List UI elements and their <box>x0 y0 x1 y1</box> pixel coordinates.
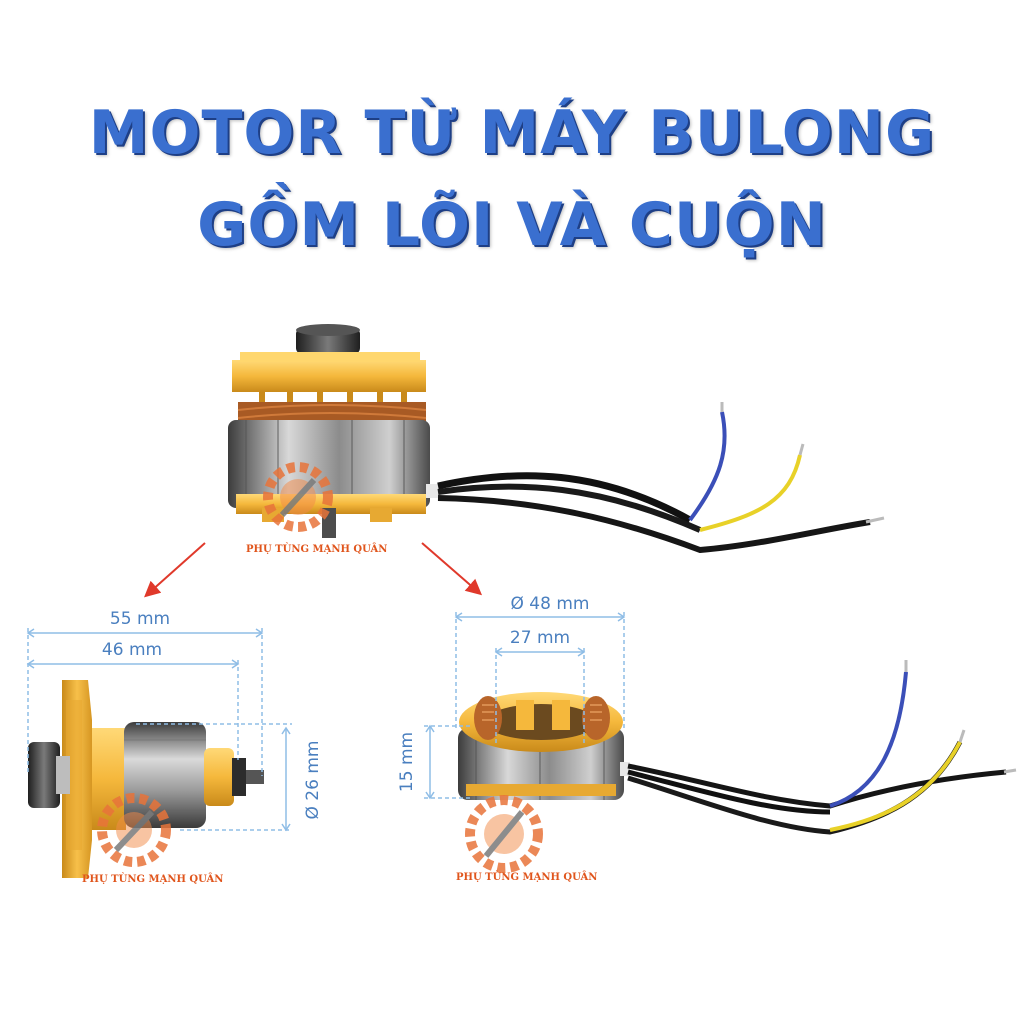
rotor-diameter: Ø 26 mm <box>303 741 323 820</box>
arrow-to-stator <box>421 542 483 596</box>
rotor-dimension-lines <box>26 628 292 832</box>
stator-outer-diameter: Ø 48 mm <box>511 594 590 614</box>
stator-height: 15 mm <box>397 732 417 792</box>
watermark-logo-icon <box>97 793 171 867</box>
watermark-logo-icon <box>263 462 333 532</box>
watermark-text: PHỤ TÙNG MẠNH QUÂN <box>456 871 597 883</box>
watermark-logo-icon <box>465 795 543 873</box>
arrow-to-rotor <box>144 542 206 598</box>
rotor-core-length: 46 mm <box>102 640 162 660</box>
stator-inner-diameter: 27 mm <box>510 628 570 648</box>
stator-dimension-lines <box>424 612 626 800</box>
title-line-1: MOTOR TỪ MÁY BULONG <box>88 98 936 168</box>
rotor-total-length: 55 mm <box>110 609 170 629</box>
watermark-text: PHỤ TÙNG MẠNH QUÂN <box>246 543 387 555</box>
stator <box>458 660 1017 835</box>
watermark-text: PHỤ TÙNG MẠNH QUÂN <box>82 873 223 885</box>
title-line-2: GỒM LÕI VÀ CUỘN <box>197 190 827 260</box>
rotor <box>28 680 264 878</box>
